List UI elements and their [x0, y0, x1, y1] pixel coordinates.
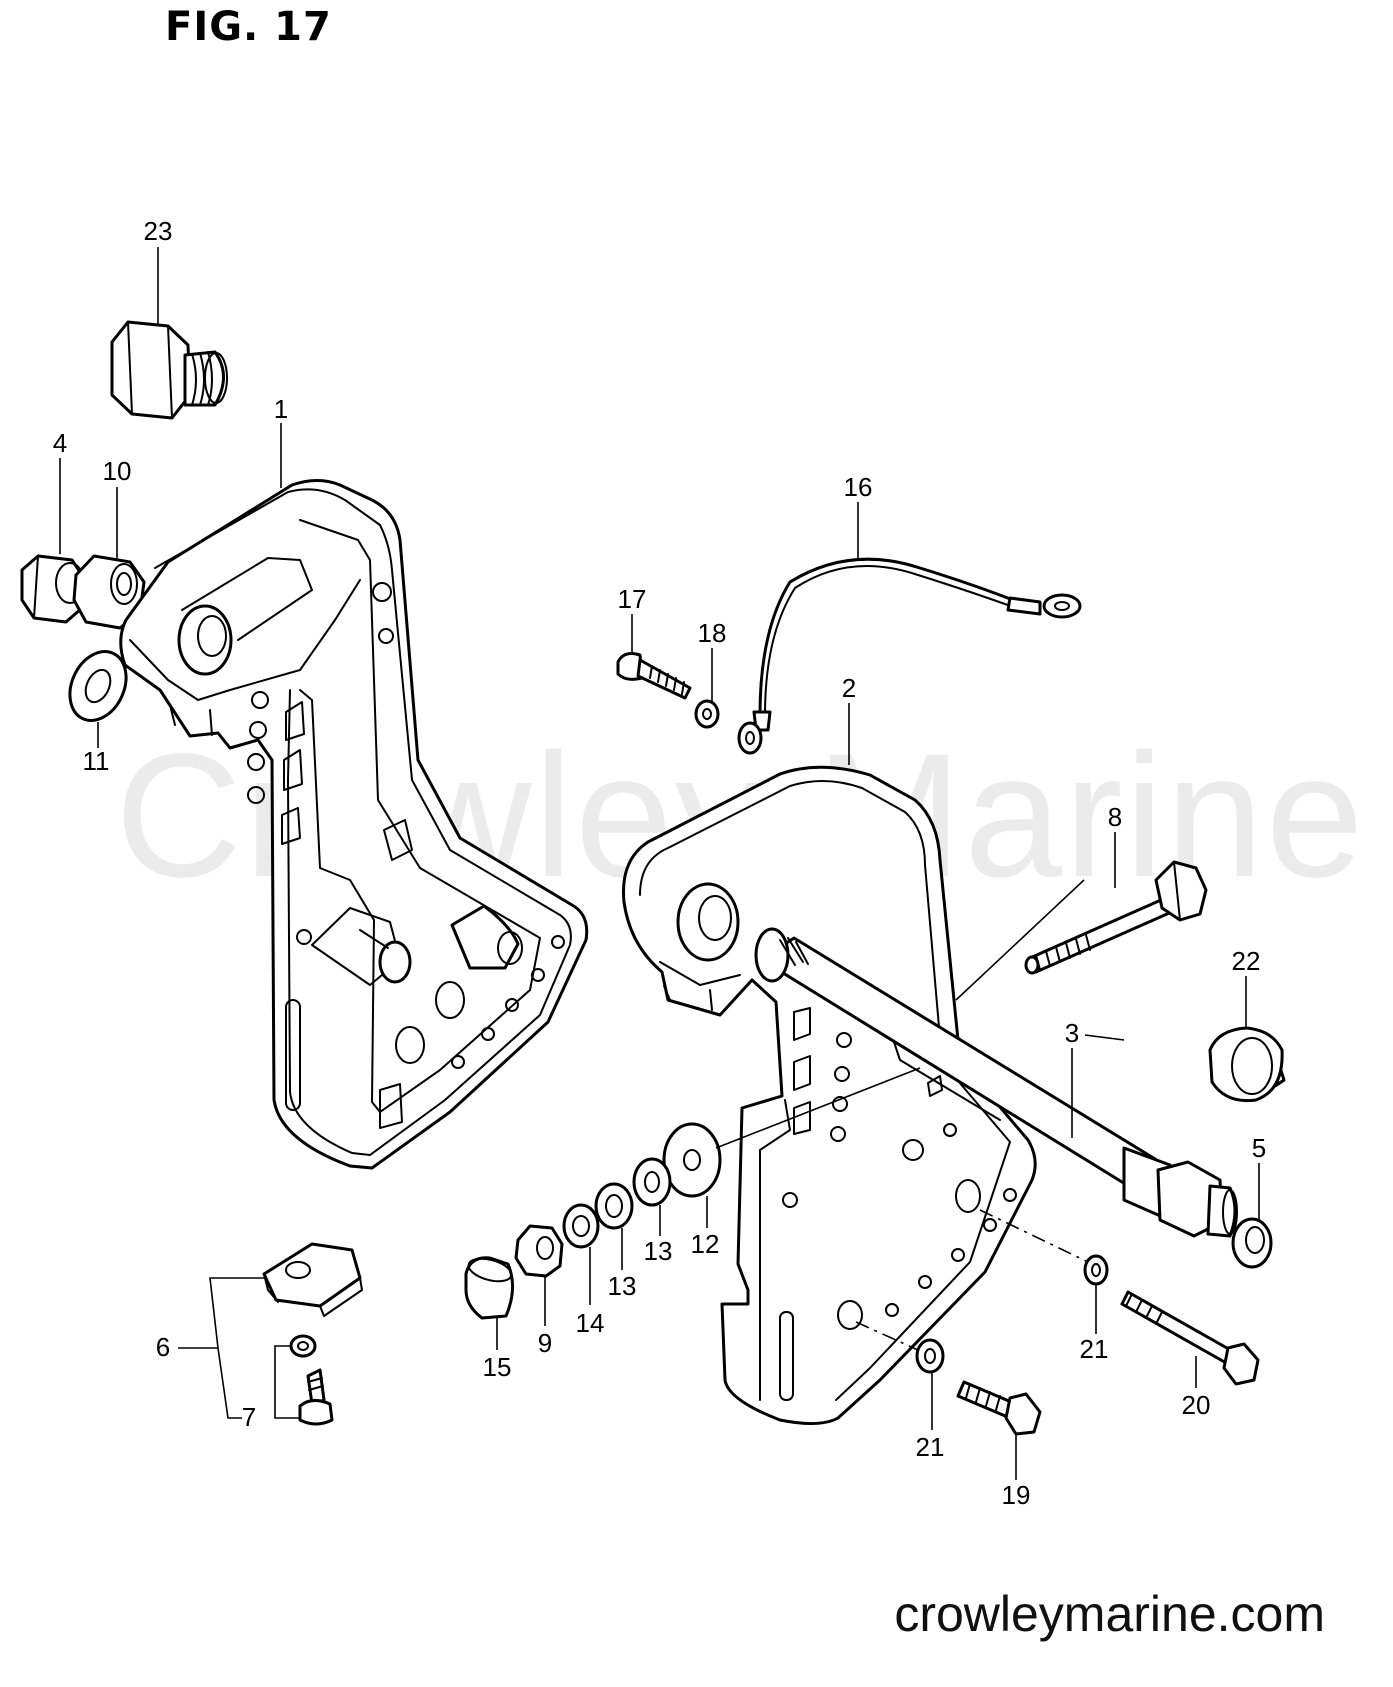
part-1-clamp-bracket — [119, 479, 589, 1170]
callout-12: 12 — [691, 1229, 720, 1259]
part-12-washer — [662, 1122, 722, 1198]
part-16-ground-lead — [737, 557, 1082, 755]
part-2-clamp-bracket — [622, 765, 1037, 1425]
callout-21: 21 — [1080, 1334, 1109, 1364]
site-url[interactable]: crowleymarine.com — [894, 1586, 1325, 1642]
callout-9: 9 — [538, 1328, 552, 1358]
part-21-washer — [915, 1338, 945, 1374]
part-23-plug — [110, 320, 228, 420]
part-3-tilt-tube — [754, 927, 1238, 1238]
part-13-washer — [632, 1157, 672, 1207]
part-7-screw — [289, 1334, 334, 1426]
callout-numbers: 23 1 4 10 11 16 17 18 2 8 22 3 5 12 13 1… — [53, 216, 1266, 1510]
callout-5: 5 — [1252, 1133, 1266, 1163]
part-19-screw — [956, 1380, 1042, 1436]
part-18-washer — [694, 699, 720, 729]
callout-19: 19 — [1002, 1480, 1031, 1510]
callout-17: 17 — [618, 584, 647, 614]
callout-10: 10 — [103, 456, 132, 486]
part-13-washer — [594, 1182, 634, 1230]
callout-22: 22 — [1232, 946, 1261, 976]
part-21-washer — [1083, 1254, 1109, 1286]
callout-3: 3 — [1065, 1018, 1079, 1048]
callout-14: 14 — [576, 1308, 605, 1338]
part-8-bolt — [1024, 860, 1208, 975]
callout-23: 23 — [144, 216, 173, 246]
part-11-washer — [68, 650, 128, 722]
callout-11: 11 — [83, 746, 110, 776]
part-9-nut — [514, 1224, 564, 1278]
callout-1: 1 — [274, 394, 288, 424]
callout-8: 8 — [1108, 802, 1122, 832]
callout-15: 15 — [483, 1352, 512, 1382]
part-5-bushing — [1231, 1217, 1273, 1269]
callout-13: 13 — [608, 1271, 637, 1301]
part-22-bushing — [1208, 1026, 1286, 1103]
part-15-cap — [464, 1256, 514, 1320]
figure-title: FIG. 17 — [165, 4, 332, 50]
callout-18: 18 — [698, 618, 727, 648]
callout-21: 21 — [916, 1432, 945, 1462]
part-6-plate — [262, 1242, 363, 1317]
callout-7: 7 — [242, 1402, 256, 1432]
callout-20: 20 — [1182, 1390, 1211, 1420]
part-14-washer — [562, 1203, 600, 1249]
callout-4: 4 — [53, 428, 67, 458]
callout-16: 16 — [844, 472, 873, 502]
part-17-screw — [616, 652, 692, 700]
part-20-bolt — [1120, 1290, 1260, 1386]
callout-6: 6 — [156, 1332, 170, 1362]
callout-13: 13 — [644, 1236, 673, 1266]
leader-lines — [59, 247, 1260, 1480]
callout-2: 2 — [842, 673, 856, 703]
